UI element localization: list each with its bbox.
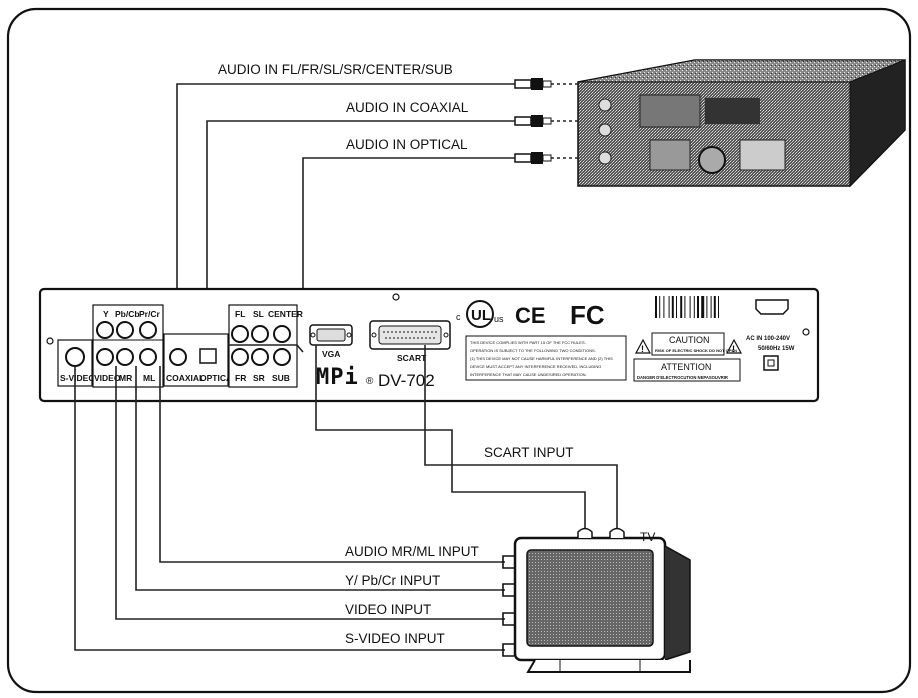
barcode xyxy=(655,296,719,318)
svg-text:us: us xyxy=(494,314,504,324)
label-mr: MR xyxy=(119,373,132,383)
tv-scart-plug-left xyxy=(577,527,593,538)
label-audio-in-coaxial: AUDIO IN COAXIAL xyxy=(346,100,469,115)
svg-text:UL: UL xyxy=(471,307,491,324)
attention-label xyxy=(633,358,741,382)
sl-port xyxy=(251,325,269,343)
svg-text:ATTENTION: ATTENTION xyxy=(661,362,711,372)
ac-input-rating: AC IN 100-240V xyxy=(746,336,790,342)
label-scart: SCART xyxy=(397,353,427,363)
svg-text:INTERFERENCE THAT MAY CAUSE UN: INTERFERENCE THAT MAY CAUSE UNDESIRED OP… xyxy=(470,372,587,377)
svg-text:THIS DEVICE COMPLIES WITH PART: THIS DEVICE COMPLIES WITH PART 15 OF THE… xyxy=(470,340,586,345)
svg-text:(1) THIS DEVICE MAY NOT CAUSE: (1) THIS DEVICE MAY NOT CAUSE HARMFUL IN… xyxy=(470,356,613,361)
pr-port xyxy=(139,321,157,339)
fcc-statement xyxy=(465,335,627,381)
label-fl: FL xyxy=(235,309,245,319)
y-port xyxy=(96,321,114,339)
label-tv: TV xyxy=(640,530,655,544)
svg-text:!: ! xyxy=(641,344,644,354)
label-video-input: VIDEO INPUT xyxy=(345,602,431,617)
fl-port xyxy=(231,325,249,343)
sr-port xyxy=(251,348,269,366)
label-audio-mr-ml-input: AUDIO MR/ML INPUT xyxy=(345,544,479,559)
warning-triangle-right xyxy=(725,338,743,354)
label-y: Y xyxy=(103,309,109,319)
label-fr: FR xyxy=(235,373,246,383)
wires-bottom xyxy=(74,345,618,651)
svg-text:OPERATION IS SUBJECT TO THE FO: OPERATION IS SUBJECT TO THE FOLLOWING TW… xyxy=(470,348,596,353)
ce-mark: CE xyxy=(515,303,546,328)
label-sub: SUB xyxy=(272,373,290,383)
pb-port xyxy=(116,321,134,339)
label-video-port: VIDEO xyxy=(94,373,121,383)
label-y-pb-cr-input: Y/ Pb/Cr INPUT xyxy=(345,573,440,588)
label-sl: SL xyxy=(253,309,264,319)
tv-scart-plug-right xyxy=(609,527,625,538)
registered-mark: ® xyxy=(366,376,374,387)
fr-port xyxy=(231,348,249,366)
svg-text:c: c xyxy=(456,312,461,322)
svg-text:CAUTION: CAUTION xyxy=(669,335,710,345)
surround-audio-group xyxy=(228,304,298,388)
label-sr: SR xyxy=(253,373,265,383)
model-number: DV-702 xyxy=(378,371,435,390)
sub-port xyxy=(273,348,291,366)
fcc-mark: FC xyxy=(570,300,605,330)
label-pb-cb: Pb/Cb xyxy=(115,309,140,319)
caution-label xyxy=(651,332,725,356)
wires-top xyxy=(176,83,580,352)
label-coaxial: COAXIAL xyxy=(166,373,204,383)
label-vga: VGA xyxy=(322,349,340,359)
warning-triangle-left xyxy=(634,338,652,354)
label-s-video-port: S-VIDEO xyxy=(60,373,95,383)
svg-text:RISK OF ELECTRIC SHOCK DO NOT: RISK OF ELECTRIC SHOCK DO NOT OPEN xyxy=(655,348,737,353)
center-port xyxy=(273,325,291,343)
svg-text:!: ! xyxy=(732,344,735,354)
label-audio-in-multi: AUDIO IN FL/FR/SL/SR/CENTER/SUB xyxy=(218,62,453,77)
coaxial-port xyxy=(169,348,187,366)
amp-plug-coaxial xyxy=(514,115,552,127)
screw-right xyxy=(802,328,810,336)
label-audio-in-optical: AUDIO IN OPTICAL xyxy=(346,137,468,152)
label-ml: ML xyxy=(143,373,155,383)
television xyxy=(502,527,691,673)
av-receiver xyxy=(577,59,906,188)
screw-top xyxy=(392,293,400,301)
ul-mark: UL c us xyxy=(456,300,504,328)
label-s-video-input: S-VIDEO INPUT xyxy=(345,631,445,646)
svg-text:DANGER D'ELECTROCUTION NEPASOU: DANGER D'ELECTROCUTION NEPASOUVRIR xyxy=(637,375,728,380)
label-pr-cr: Pr/Cr xyxy=(139,309,160,319)
ac-power-socket xyxy=(755,299,789,315)
brand-logo: MPi xyxy=(316,365,359,390)
dvd-rear-panel: S-VIDEO Y Pb/Cb Pr/Cr VIDEO MR ML COAXIA… xyxy=(38,287,820,403)
amp-plug-multi xyxy=(514,78,552,90)
s-video-port xyxy=(65,347,85,367)
label-center: CENTER xyxy=(268,309,303,319)
ac-freq-rating: 50/60Hz 15W xyxy=(758,346,795,352)
label-optical: OPTICAL xyxy=(200,373,237,383)
label-scart-input: SCART INPUT xyxy=(484,445,574,460)
tv-screen xyxy=(526,549,654,647)
ml-port xyxy=(139,348,157,366)
video-port xyxy=(96,348,114,366)
component-group xyxy=(92,304,164,388)
svg-text:DEVICE MUST ACCEPT ANY INTERFE: DEVICE MUST ACCEPT ANY INTERFERENCE RECE… xyxy=(470,364,601,369)
screw-left xyxy=(46,337,54,345)
mr-port xyxy=(116,348,134,366)
optical-port xyxy=(199,348,217,364)
